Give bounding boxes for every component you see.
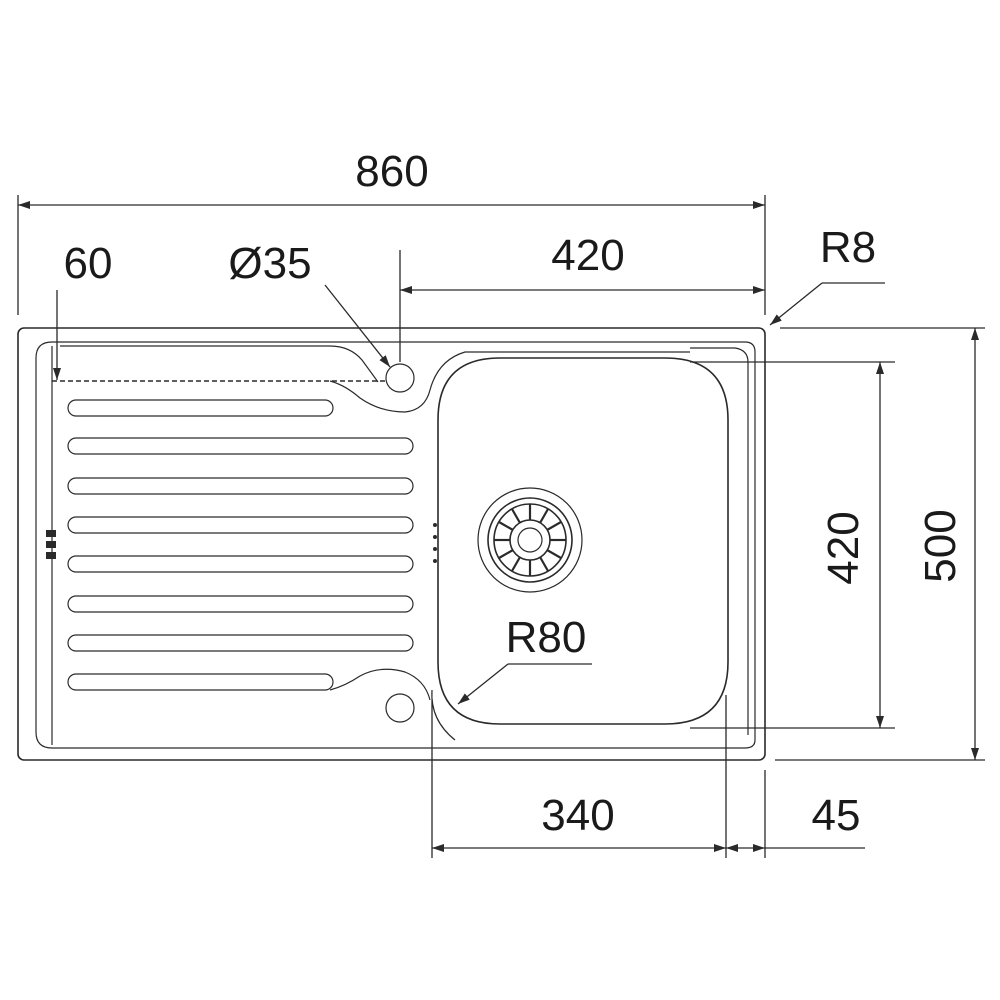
label-bowl-width-bottom: 340 (541, 791, 614, 840)
label-overall-width: 860 (355, 147, 428, 196)
dimension-bowl-height: 420 (690, 361, 895, 729)
waste-strainer (477, 487, 583, 593)
overflow-slots (46, 523, 437, 563)
drainer-board (51, 346, 690, 745)
label-bowl-width-top: 420 (551, 231, 624, 280)
dimension-bowl-width-bottom: 340 (431, 695, 727, 858)
label-corner-radius: R8 (820, 223, 876, 272)
label-right-margin: 45 (812, 791, 861, 840)
tap-holes (385, 363, 415, 723)
drainer-grooves (67, 399, 414, 691)
dimension-tap-hole: Ø35 (228, 239, 391, 368)
label-overall-depth: 500 (916, 509, 965, 582)
label-tap-hole-diameter: Ø35 (228, 239, 311, 288)
label-edge-offset: 60 (64, 239, 113, 288)
dimension-overall-depth: 500 (775, 327, 985, 761)
dimension-right-margin: 45 (726, 770, 865, 858)
dimension-corner-radius: R8 (769, 223, 885, 326)
sink-outline (17, 327, 766, 761)
label-bowl-radius: R80 (506, 613, 587, 662)
dimension-bowl-width-top: 420 (399, 231, 765, 362)
label-bowl-height: 420 (819, 511, 868, 584)
bowl (431, 357, 729, 741)
dimension-edge-offset: 60 (53, 239, 113, 380)
dimension-overall-width: 860 (17, 147, 766, 315)
dimension-bowl-radius: R80 (457, 613, 592, 705)
